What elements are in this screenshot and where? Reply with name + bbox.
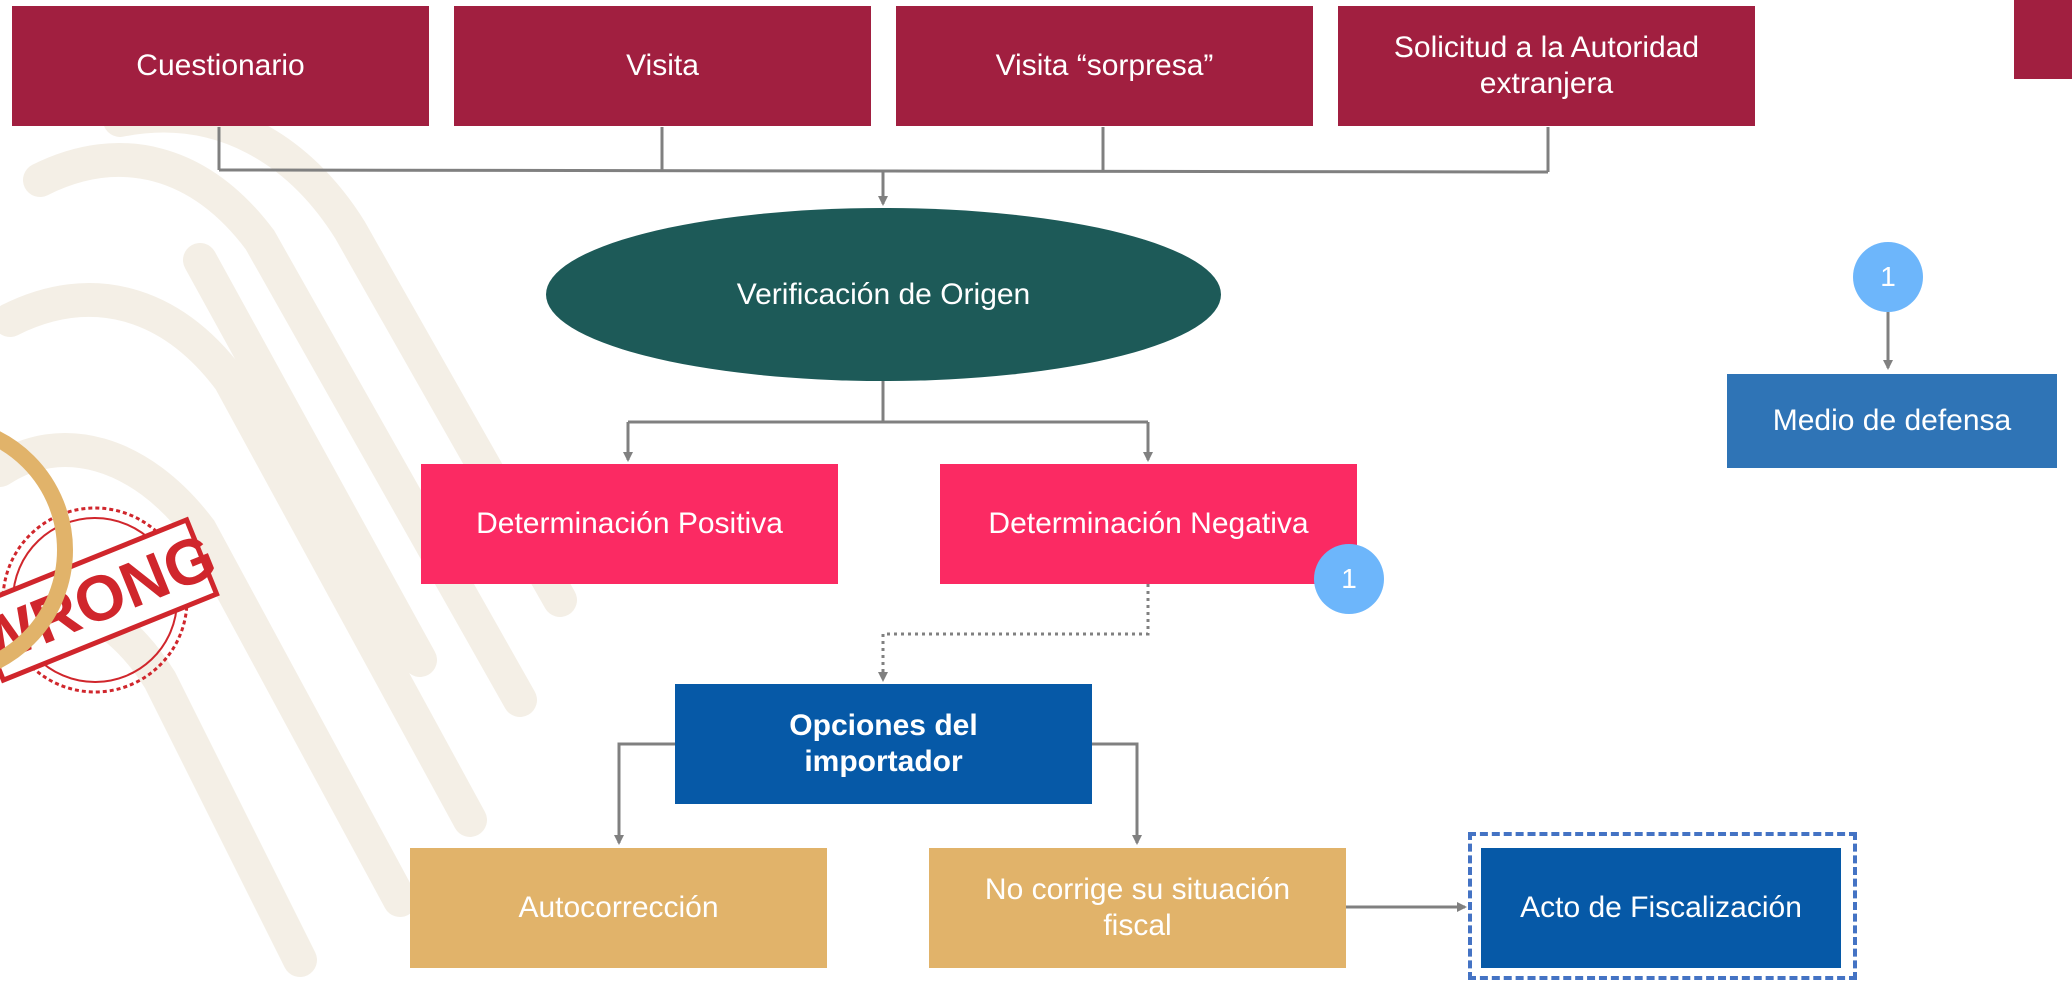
- opciones-importador-label: Opciones del importador: [789, 709, 978, 778]
- badge-negative-marker: 1: [1314, 544, 1384, 614]
- corner-accent: [2014, 0, 2072, 79]
- acto-fiscalizacion-frame: [1468, 832, 1857, 980]
- badge-negative-number: 1: [1341, 563, 1357, 594]
- no-corrige-label: No corrige su situación fiscal: [984, 873, 1291, 942]
- source-cuestionario-label: Cuestionario: [136, 49, 305, 82]
- determinacion-positiva: Determinación Positiva: [421, 464, 838, 584]
- no-corrige: No corrige su situación fiscal: [929, 848, 1346, 968]
- source-visita-label: Visita: [626, 49, 699, 82]
- source-visita-sorpresa-label: Visita “sorpresa”: [995, 49, 1214, 82]
- autocorreccion-label: Autocorrección: [518, 891, 719, 924]
- source-solicitud: Solicitud a la Autoridad extranjera: [1338, 6, 1755, 126]
- autocorreccion: Autocorrección: [410, 848, 827, 968]
- acto-fiscalizacion: Acto de Fiscalización: [1481, 848, 1841, 968]
- dotted-arrow-to-opciones: [878, 584, 1150, 682]
- source-cuestionario: Cuestionario: [12, 6, 429, 126]
- source-visita-sorpresa: Visita “sorpresa”: [896, 6, 1313, 126]
- verificacion-origen-node: Verificación de Origen: [546, 208, 1221, 381]
- medio-defensa: Medio de defensa: [1727, 374, 2057, 468]
- arrow-to-autocorreccion: [614, 742, 675, 845]
- source-visita: Visita: [454, 6, 871, 126]
- determinacion-negativa: Determinación Negativa: [940, 464, 1357, 584]
- badge-defense-marker: 1: [1853, 242, 1923, 312]
- determinacion-positiva-label: Determinación Positiva: [476, 507, 783, 540]
- acto-fiscalizacion-label: Acto de Fiscalización: [1520, 891, 1802, 924]
- arrow-to-no-corrige: [1092, 742, 1142, 845]
- determinacion-negativa-label: Determinación Negativa: [988, 507, 1309, 540]
- gold-ring-decoration: [0, 431, 73, 669]
- opciones-importador: Opciones del importador: [675, 684, 1092, 804]
- source-solicitud-label: Solicitud a la Autoridad extranjera: [1393, 31, 1700, 100]
- verificacion-origen-label: Verificación de Origen: [736, 277, 1031, 311]
- medio-defensa-label: Medio de defensa: [1772, 404, 2012, 437]
- badge-defense-number: 1: [1880, 261, 1896, 292]
